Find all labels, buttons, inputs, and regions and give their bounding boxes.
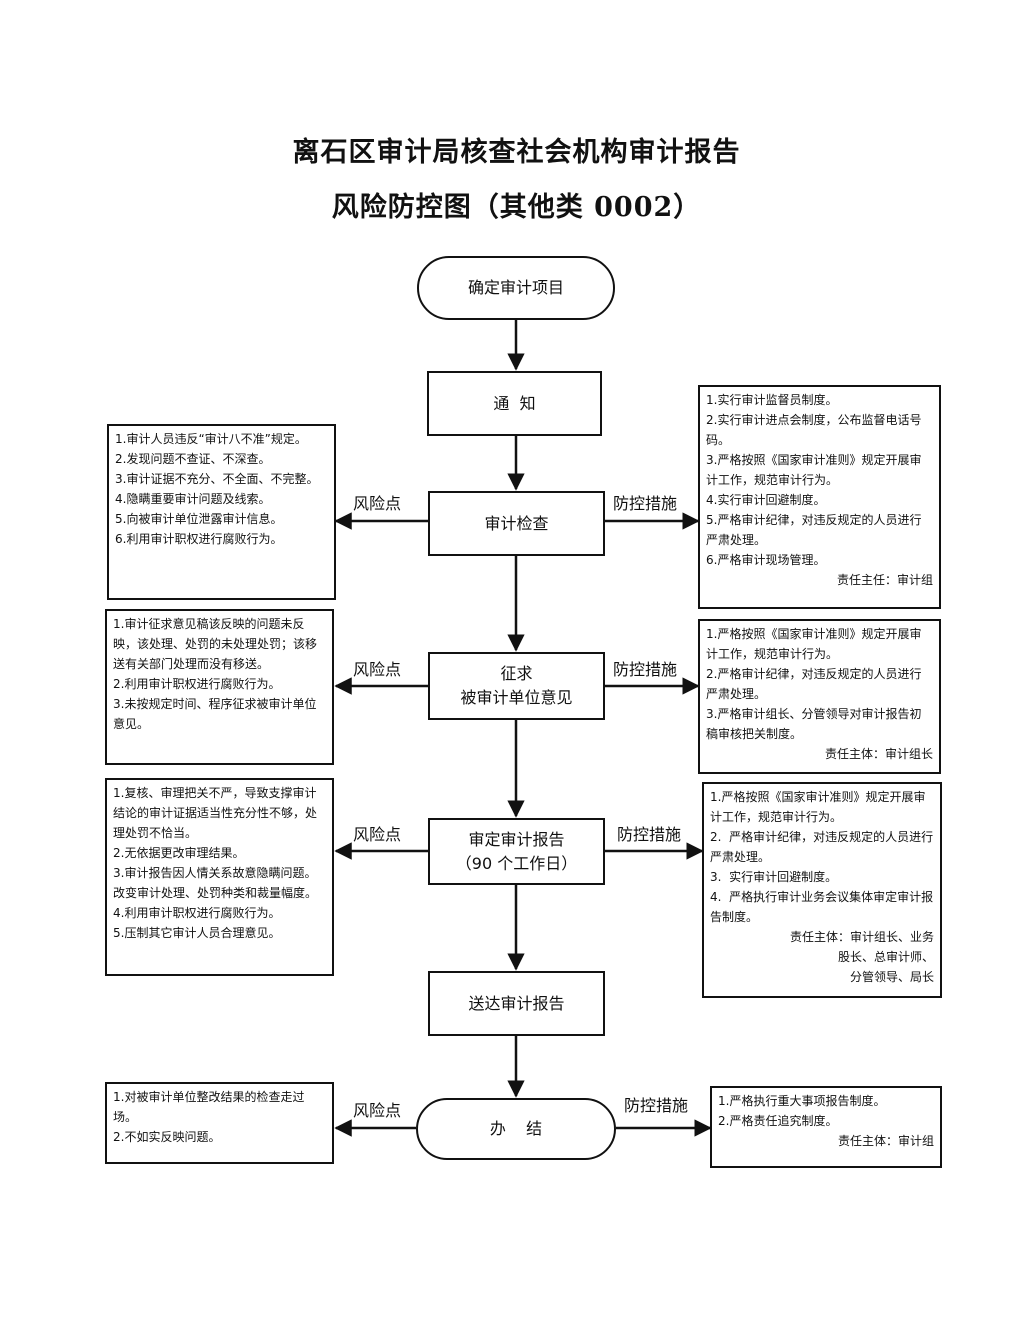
control-item: 6.严格审计现场管理。 <box>706 553 826 567</box>
control-item: 2.严格审计纪律，对违反规定的人员进行严肃处理。 <box>706 667 922 701</box>
risk-box-review: 1.复核、审理把关不严，导致支撑审计结论的审计证据适当性充分性不够，处理处罚不恰… <box>105 778 334 976</box>
diagram-subtitle: 风险防控图（其他类 0002） <box>331 192 702 223</box>
risk-item: 1.审计人员违反“审计八不准”规定。 <box>115 432 307 446</box>
finish-node-label: 办 结 <box>489 1119 543 1138</box>
control-box-opinion: 1.严格按照《国家审计准则》规定开展审计工作，规范审计行为。 2.严格审计纪律，… <box>698 619 941 774</box>
risk-item: 3.未按规定时间、程序征求被审计单位意见。 <box>113 697 317 731</box>
deliver-node-label: 送达审计报告 <box>468 993 565 1013</box>
control-label-review: 防控措施 <box>617 825 682 844</box>
risk-label-inspect: 风险点 <box>353 494 402 513</box>
risk-item: 6.利用审计职权进行腐败行为。 <box>115 532 283 546</box>
risk-item: 2.发现问题不查证、不深查。 <box>115 452 271 466</box>
risk-item: 1.复核、审理把关不严，导致支撑审计结论的审计证据适当性充分性不够，处理处罚不恰… <box>113 786 318 840</box>
control-item: 4.实行审计回避制度。 <box>706 493 826 507</box>
start-node-label: 确定审计项目 <box>467 278 564 297</box>
control-item: 2.实行审计进点会制度，公布监督电话号码。 <box>706 413 922 447</box>
responsible-text: 责任主体：审计组长、业务 股长、总审计师、 分管领导、局长 <box>789 930 934 984</box>
risk-item: 3.审计证据不充分、不全面、不完整。 <box>115 472 319 486</box>
responsible-text: 责任主体：审计组长 <box>824 747 933 761</box>
review-node: 审定审计报告 （90 个工作日） <box>428 818 605 885</box>
control-box-review: 1.严格按照《国家审计准则》规定开展审计工作，规范审计行为。 2. 严格审计纪律… <box>702 782 942 998</box>
risk-item: 5.向被审计单位泄露审计信息。 <box>115 512 283 526</box>
review-node-label-1: 审定审计报告 <box>468 829 565 849</box>
start-node: 确定审计项目 <box>417 256 615 320</box>
risk-item: 2.利用审计职权进行腐败行为。 <box>113 677 281 691</box>
control-item: 1.严格按照《国家审计准则》规定开展审计工作，规范审计行为。 <box>706 627 922 661</box>
notify-node: 通 知 <box>427 371 602 436</box>
control-item: 1.实行审计监督员制度。 <box>706 393 838 407</box>
control-box-finish: 1.严格执行重大事项报告制度。 2.严格责任追究制度。 责任主体：审计组 <box>710 1086 942 1168</box>
opinion-node: 征求 被审计单位意见 <box>428 652 605 720</box>
risk-item: 1.审计征求意见稿该反映的问题未反映，该处理、处罚的未处理处罚；该移送有关部门处… <box>113 617 318 671</box>
inspect-node-label: 审计检查 <box>484 513 549 533</box>
risk-item: 2.不如实反映问题。 <box>113 1130 221 1144</box>
control-item: 1.严格按照《国家审计准则》规定开展审计工作，规范审计行为。 <box>710 790 926 824</box>
control-label-finish: 防控措施 <box>624 1096 689 1115</box>
control-item: 3. 实行审计回避制度。 <box>710 870 838 884</box>
control-item: 3.严格按照《国家审计准则》规定开展审计工作，规范审计行为。 <box>706 453 922 487</box>
risk-item: 2.无依据更改审理结果。 <box>113 846 245 860</box>
risk-label-opinion: 风险点 <box>353 660 402 679</box>
risk-item: 5.压制其它审计人员合理意见。 <box>113 926 281 940</box>
control-item: 2.严格责任追究制度。 <box>718 1114 838 1128</box>
risk-item: 1.对被审计单位整改结果的检查走过场。 <box>113 1090 305 1124</box>
notify-node-label: 通 知 <box>493 393 536 413</box>
opinion-node-label-2: 被审计单位意见 <box>460 688 573 707</box>
diagram-title: 离石区审计局核查社会机构审计报告 <box>292 137 741 168</box>
control-item: 4. 严格执行审计业务会议集体审定审计报告制度。 <box>710 890 934 924</box>
opinion-node-label-1: 征求 <box>500 664 533 683</box>
control-item: 2. 严格审计纪律，对违反规定的人员进行严肃处理。 <box>710 830 934 864</box>
risk-label-review: 风险点 <box>353 825 402 844</box>
risk-box-finish: 1.对被审计单位整改结果的检查走过场。 2.不如实反映问题。 <box>105 1082 334 1164</box>
responsible-text: 责任主任：审计组 <box>836 573 933 587</box>
risk-label-finish: 风险点 <box>353 1101 402 1120</box>
risk-box-inspect: 1.审计人员违反“审计八不准”规定。 2.发现问题不查证、不深查。 3.审计证据… <box>107 424 336 600</box>
responsible-text: 责任主体：审计组 <box>837 1134 934 1148</box>
finish-node: 办 结 <box>416 1098 616 1160</box>
deliver-node: 送达审计报告 <box>428 971 605 1036</box>
control-label-opinion: 防控措施 <box>613 660 678 679</box>
inspect-node: 审计检查 <box>428 491 605 556</box>
control-label-inspect: 防控措施 <box>613 494 678 513</box>
risk-box-opinion: 1.审计征求意见稿该反映的问题未反映，该处理、处罚的未处理处罚；该移送有关部门处… <box>105 609 334 765</box>
risk-item: 4.利用审计职权进行腐败行为。 <box>113 906 281 920</box>
control-item: 5.严格审计纪律，对违反规定的人员进行严肃处理。 <box>706 513 922 547</box>
review-node-label-2: （90 个工作日） <box>455 853 578 873</box>
risk-item: 4.隐瞒重要审计问题及线索。 <box>115 492 271 506</box>
control-box-inspect: 1.实行审计监督员制度。 2.实行审计进点会制度，公布监督电话号码。 3.严格按… <box>698 385 941 609</box>
control-item: 1.严格执行重大事项报告制度。 <box>718 1094 886 1108</box>
control-item: 3.严格审计组长、分管领导对审计报告初稿审核把关制度。 <box>706 707 922 741</box>
risk-item: 3.审计报告因人情关系故意隐瞒问题。改变审计处理、处罚种类和裁量幅度。 <box>113 866 318 900</box>
